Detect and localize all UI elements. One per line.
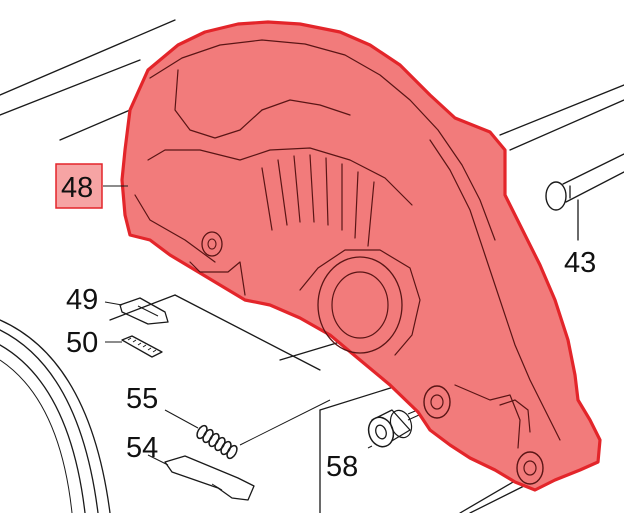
callout-55: 55	[126, 383, 158, 415]
callout-50: 50	[66, 327, 98, 359]
callout-43: 43	[564, 247, 596, 279]
callout-54: 54	[126, 432, 158, 464]
lever-plate-part-54[interactable]	[147, 454, 255, 501]
callout-49: 49	[66, 284, 98, 316]
callout-49-label: 49	[66, 284, 98, 316]
spring-strip-part-50[interactable]	[105, 335, 163, 358]
callout-48: 48	[55, 163, 128, 209]
saw-blade-outline	[0, 319, 111, 513]
callout-58: 58	[326, 451, 358, 483]
callout-55-label: 55	[126, 383, 158, 415]
callout-43-label: 43	[564, 247, 596, 279]
callout-54-label: 54	[126, 432, 158, 464]
callout-50-label: 50	[66, 327, 98, 359]
blade-guard-part-48[interactable]	[120, 20, 602, 492]
bolt-part-43[interactable]	[545, 153, 624, 241]
clip-plate-part-49[interactable]	[104, 297, 169, 325]
coil-spring-part-55[interactable]	[164, 399, 331, 460]
background-frame-lines	[0, 19, 624, 513]
callout-48-label: 48	[61, 172, 93, 204]
callout-58-label: 58	[326, 451, 358, 483]
